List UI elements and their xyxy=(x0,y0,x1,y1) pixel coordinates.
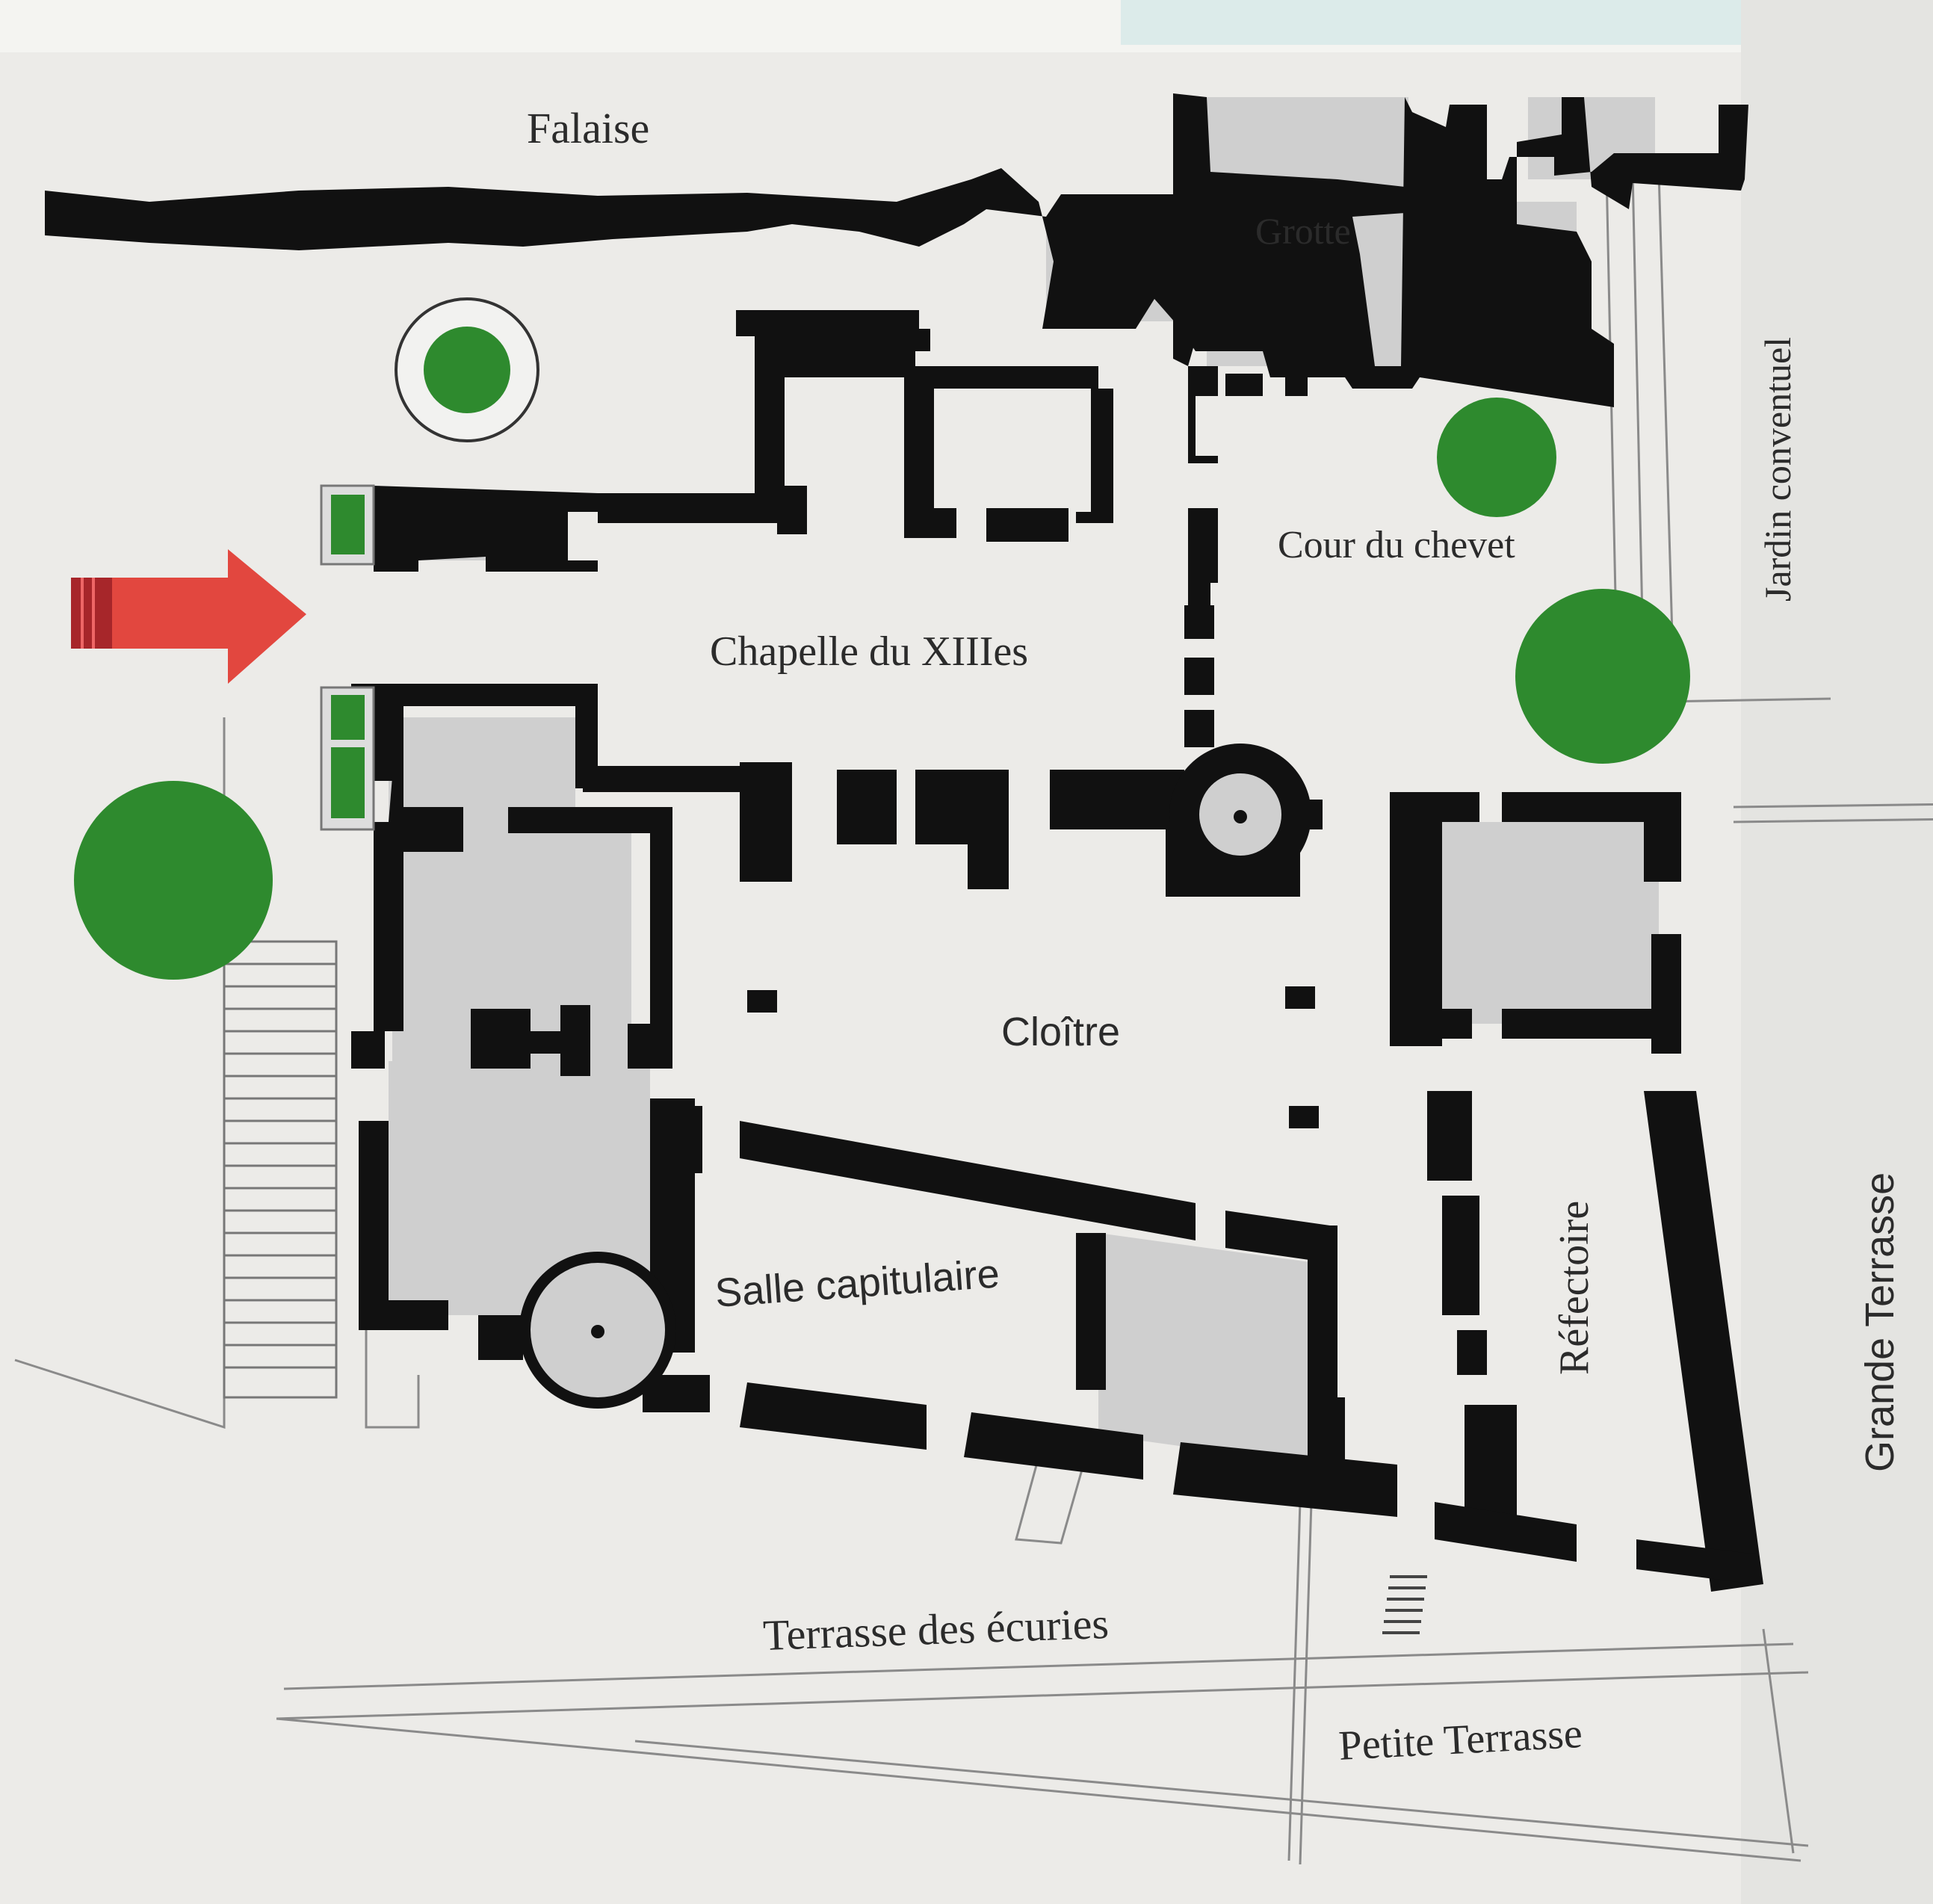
walls xyxy=(45,93,1763,1592)
small-stair xyxy=(1382,1575,1427,1634)
tower-center-south xyxy=(591,1325,604,1338)
tree-icon xyxy=(74,781,273,980)
staircase xyxy=(223,940,338,1399)
label-chapelle: Chapelle du XIIIes xyxy=(710,628,1029,675)
label-jardin-conventuel: Jardin conventuel xyxy=(1757,336,1799,602)
label-refectoire: Réfectoire xyxy=(1551,1200,1598,1375)
label-cloitre: Cloître xyxy=(1001,1010,1121,1054)
label-falaise: Falaise xyxy=(527,104,650,152)
trees xyxy=(74,297,1690,980)
label-grotte: Grotte xyxy=(1255,210,1351,252)
tree-icon xyxy=(1515,589,1690,764)
tower-center-north xyxy=(1234,810,1247,823)
label-grande-terrasse: Grande Terrasse xyxy=(1858,1172,1902,1472)
entrance-arrow-icon xyxy=(71,549,306,684)
entrance-panels xyxy=(320,484,375,831)
tree-icon xyxy=(1437,398,1556,517)
label-cour-du-chevet: Cour du chevet xyxy=(1278,524,1515,566)
tree-icon xyxy=(424,327,510,413)
